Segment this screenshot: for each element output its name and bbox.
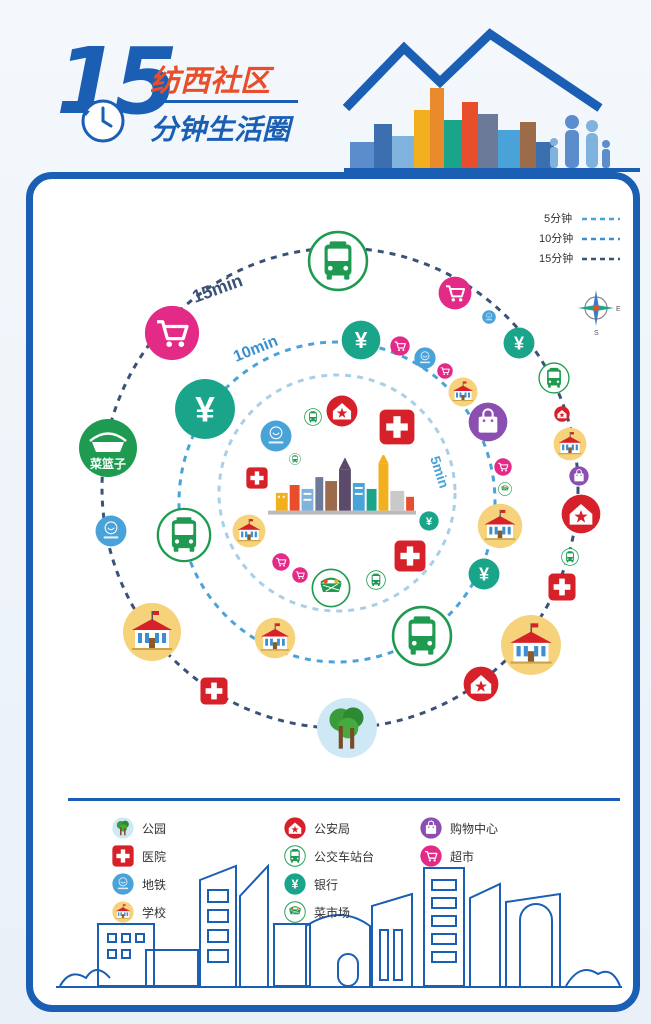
house-city-skyline-icon [342, 28, 640, 172]
school-icon [477, 503, 523, 549]
market-basket-icon: 菜篮子 [79, 419, 137, 477]
bus-icon [391, 605, 453, 667]
bank-icon [341, 320, 381, 360]
basket-label: 菜篮子 [89, 456, 126, 471]
market-icon [284, 901, 306, 923]
ring-10min-label: 10min [231, 333, 280, 366]
legend-label: 购物中心 [450, 821, 499, 836]
cart-icon [144, 305, 200, 361]
legend-item-supermarket: 超市 [420, 845, 474, 867]
metro-icon [260, 420, 292, 452]
shopping-bag-icon [420, 817, 442, 839]
ring-key: 5分钟 10分钟 15分钟 [539, 211, 620, 265]
hospital-icon [200, 677, 228, 705]
market-icon [311, 568, 351, 608]
bus-icon [307, 230, 369, 292]
bank-icon [175, 379, 235, 439]
compass-south: S [594, 330, 599, 337]
bus-icon [289, 453, 301, 465]
bus-icon [284, 845, 306, 867]
legend-divider [68, 798, 620, 801]
bank-icon [284, 873, 306, 895]
hospital-icon [246, 467, 268, 489]
metro-icon [414, 347, 436, 369]
legend-label: 公园 [142, 821, 167, 836]
key-10min-label: 10分钟 [539, 231, 573, 245]
clock-icon [81, 99, 125, 143]
police-icon [561, 494, 601, 534]
police-icon [326, 395, 358, 427]
metro-icon [112, 873, 134, 895]
ring-5min-label: 5min [427, 454, 452, 490]
legend-item-school: 学校 [112, 901, 166, 923]
school-icon [553, 427, 587, 461]
legend-item-police: 公安局 [284, 817, 350, 839]
shopping-bag-icon [569, 466, 589, 486]
cart-icon [438, 276, 472, 310]
bus-icon [366, 570, 386, 590]
hospital-icon [112, 845, 134, 867]
hospital-icon [379, 409, 415, 445]
legend-label: 超市 [450, 849, 475, 864]
legend-item-bus-stop: 公交车站台 [284, 845, 374, 867]
shopping-bag-icon [468, 402, 508, 442]
school-icon [232, 514, 266, 548]
legend-item-bank: 银行 [284, 873, 338, 895]
school-icon [123, 603, 181, 661]
bus-icon [561, 548, 579, 566]
police-icon [284, 817, 306, 839]
legend-label: 菜市场 [314, 905, 351, 920]
legend-label: 医院 [142, 849, 167, 864]
legend-item-market: 菜市场 [284, 901, 350, 923]
hospital-icon [548, 573, 576, 601]
bank-icon [419, 511, 439, 531]
bus-icon [304, 408, 322, 426]
legend-item-park: 公园 [112, 817, 166, 839]
legend-item-metro: 地铁 [112, 873, 166, 895]
school-icon [254, 617, 296, 659]
school-icon [112, 901, 134, 923]
school-icon [501, 615, 561, 675]
cart-icon [272, 553, 290, 571]
school-icon [448, 377, 478, 407]
hospital-icon [394, 540, 426, 572]
bank-icon [468, 558, 500, 590]
legend-item-hospital: 医院 [112, 845, 166, 867]
legend-label: 地铁 [142, 877, 167, 892]
compass-east: E [616, 306, 621, 313]
cart-icon [437, 363, 453, 379]
cart-icon [292, 567, 308, 583]
key-5min-label: 5分钟 [544, 211, 572, 225]
cart-icon [494, 458, 512, 476]
bus-icon [538, 362, 570, 394]
cart-icon [420, 845, 442, 867]
center-city-icon [268, 455, 416, 515]
header: 15 纺西社区 分钟生活圈 [0, 0, 651, 172]
key-15min-label: 15分钟 [539, 251, 573, 265]
title-divider [152, 100, 298, 103]
tree-icon [317, 698, 377, 758]
legend-label: 学校 [142, 905, 167, 920]
bus-icon [156, 507, 212, 563]
cart-icon [390, 336, 410, 356]
city-outline-illustration [56, 863, 622, 988]
compass-icon: E S [578, 290, 621, 337]
ring-5min [217, 373, 457, 613]
tree-icon [112, 817, 134, 839]
metro-icon [482, 310, 496, 324]
ring-15min-label: 15min [190, 270, 246, 307]
bank-icon [503, 327, 535, 359]
metro-icon [95, 515, 127, 547]
legend-label: 公交车站台 [314, 849, 375, 864]
police-icon [463, 666, 499, 702]
market-icon [498, 482, 512, 496]
legend-item-mall: 购物中心 [420, 817, 498, 839]
legend-label: 公安局 [314, 821, 351, 836]
title-line-2: 分钟生活圈 [150, 113, 291, 146]
police-icon [554, 406, 570, 422]
title-line-1: 纺西社区 [150, 64, 270, 99]
ring-10min [177, 340, 497, 664]
legend-label: 银行 [314, 877, 339, 892]
